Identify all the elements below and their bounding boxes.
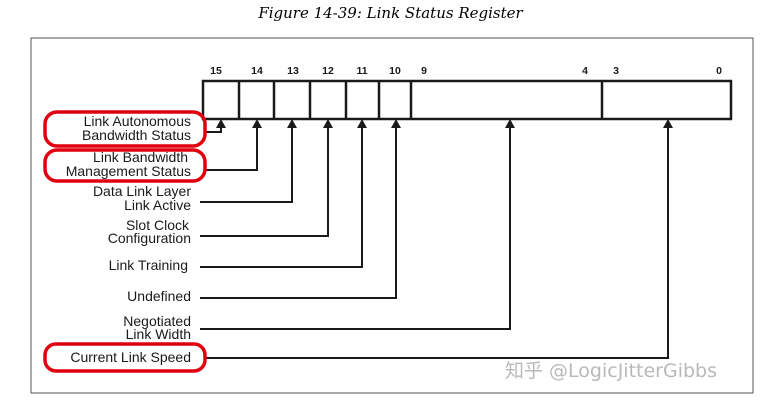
field-label-slot-clock-line1: Slot Clock [126, 217, 190, 233]
bit-label-3: 3 [613, 65, 619, 77]
bit-label-11: 11 [356, 65, 367, 77]
bit-label-0: 0 [716, 65, 722, 77]
field-label-negotiated-line2: Link Width [126, 326, 191, 342]
arrowhead-icon [357, 119, 367, 128]
field-label-current-link-speed: Current Link Speed [70, 349, 191, 365]
field-label-slot-clock-line2: Configuration [108, 230, 191, 246]
leader-line-bit13 [200, 125, 293, 203]
leader-line-bit10 [200, 125, 397, 299]
field-label-link-autonomous-line2: Bandwidth Status [82, 127, 191, 143]
field-label-link-bw-mgmt-line2: Management Status [66, 163, 191, 179]
bit-label-10: 10 [389, 65, 401, 77]
diagram-border [30, 37, 754, 394]
arrowhead-icon [505, 119, 515, 128]
bit-label-4: 4 [582, 65, 588, 77]
leader-line-bit11 [200, 125, 363, 268]
leader-lines [200, 125, 669, 359]
highlight-link-bw-mgmt [43, 148, 207, 183]
arrowhead-icon [287, 119, 297, 128]
arrowhead-icon [252, 119, 262, 128]
field-label-negotiated-line1: Negotiated [123, 313, 191, 329]
highlight-markers [43, 110, 207, 373]
leader-line-bit14 [205, 125, 258, 171]
arrowhead-icon [216, 119, 226, 128]
highlight-link-autonomous [43, 110, 207, 148]
figure-caption: Figure 14-39: Link Status Register [258, 4, 523, 22]
field-label-data-link-line1: Data Link Layer [93, 183, 191, 199]
bit-label-15: 15 [210, 65, 222, 77]
leader-line-bits9-4 [200, 125, 511, 330]
arrowhead-icon [663, 119, 673, 128]
watermark: 知乎 @LogicJitterGibbs [505, 360, 718, 382]
field-label-link-bw-mgmt-line1: Link Bandwidth [93, 149, 188, 165]
arrow-heads [216, 119, 673, 128]
register-box [201, 79, 733, 121]
leader-line-bits3-0 [205, 125, 669, 359]
highlight-current-link-speed [43, 342, 207, 373]
bit-label-12: 12 [322, 65, 334, 77]
field-label-link-autonomous-line1: Link Autonomous [84, 113, 191, 129]
bit-label-9: 9 [421, 65, 427, 77]
field-label-link-training: Link Training [109, 257, 188, 273]
bit-labels: 15 14 13 12 11 10 9 4 3 0 [210, 65, 722, 77]
field-labels: Link Autonomous Bandwidth Status Link Ba… [66, 113, 192, 365]
register-dividers [237, 81, 604, 119]
field-label-undefined: Undefined [127, 288, 191, 304]
leader-line-bit12 [200, 125, 329, 237]
arrowhead-icon [391, 119, 401, 128]
field-label-data-link-line2: Link Active [124, 197, 191, 213]
bit-label-14: 14 [251, 65, 263, 77]
arrowhead-icon [323, 119, 333, 128]
bit-label-13: 13 [287, 65, 299, 77]
